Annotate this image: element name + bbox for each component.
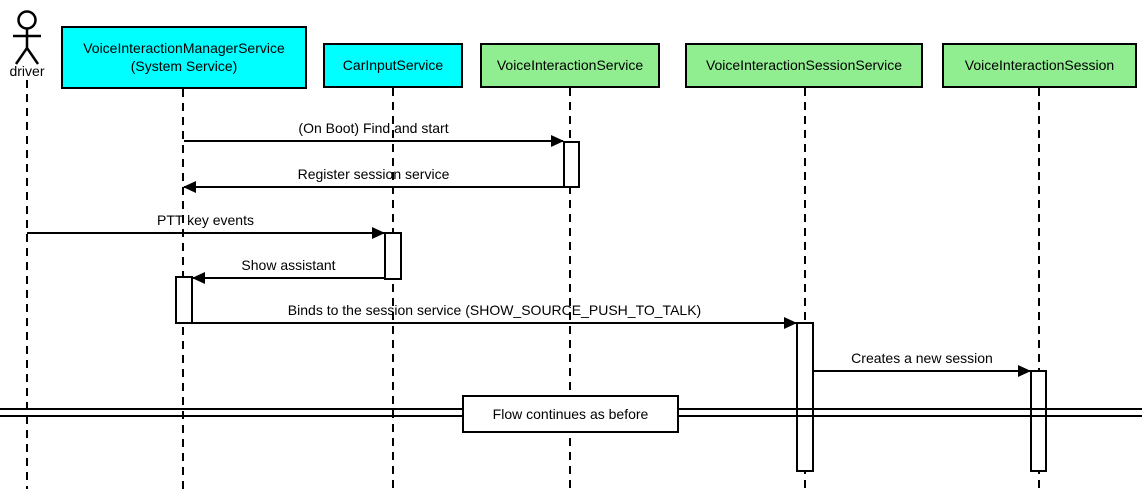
divider-label-box: Flow continues as before bbox=[462, 395, 679, 433]
arrowhead-right-icon bbox=[372, 227, 385, 239]
actor-label: driver bbox=[9, 63, 45, 79]
message-line bbox=[193, 277, 384, 279]
arrowhead-right-icon bbox=[1018, 365, 1031, 377]
participant-label: VoiceInteractionManagerService bbox=[83, 40, 285, 56]
message-line bbox=[814, 370, 1030, 372]
message-label: PTT key events bbox=[156, 212, 254, 228]
activation-bar-voiceinteractionmanagerservice bbox=[175, 276, 193, 324]
arrowhead-left-icon bbox=[192, 272, 205, 284]
participant-label: VoiceInteractionSessionService bbox=[705, 56, 903, 73]
participant-label: VoiceInteractionSession bbox=[964, 56, 1115, 73]
participant-box-voiceinteractionmanagerservice: VoiceInteractionManagerService (System S… bbox=[61, 26, 307, 89]
participant-box-voiceinteractionsessionservice: VoiceInteractionSessionService bbox=[685, 43, 923, 88]
activation-bar-carinputservice bbox=[384, 232, 402, 280]
message-line bbox=[184, 140, 563, 142]
lifeline-voiceinteractionsession bbox=[1038, 88, 1040, 489]
lifeline-voiceinteractionservice bbox=[569, 88, 571, 489]
activation-bar-voiceinteractionsession bbox=[1030, 370, 1047, 472]
participant-box-voiceinteractionsession: VoiceInteractionSession bbox=[942, 43, 1137, 88]
lifeline-voiceinteractionsessionservice bbox=[804, 88, 806, 489]
participant-label: CarInputService bbox=[342, 56, 444, 73]
arrowhead-right-icon bbox=[551, 135, 564, 147]
participant-label: VoiceInteractionService bbox=[496, 56, 644, 73]
message-label: (On Boot) Find and start bbox=[298, 120, 449, 136]
arrowhead-right-icon bbox=[784, 317, 797, 329]
message-label: Binds to the session service (SHOW_SOURC… bbox=[287, 302, 702, 318]
message-label: Show assistant bbox=[241, 257, 336, 273]
message-line bbox=[184, 186, 563, 188]
activation-bar-voiceinteractionservice bbox=[563, 141, 580, 188]
activation-bar-voiceinteractionsessionservice bbox=[796, 322, 814, 472]
participant-box-carinputservice: CarInputService bbox=[323, 43, 463, 88]
divider-label: Flow continues as before bbox=[492, 406, 649, 422]
actor-icon bbox=[13, 10, 41, 65]
message-label: Creates a new session bbox=[851, 350, 993, 366]
arrowhead-left-icon bbox=[183, 181, 196, 193]
lifeline-driver bbox=[26, 80, 28, 489]
participant-sublabel: (System Service) bbox=[130, 57, 238, 74]
participant-box-voiceinteractionservice: VoiceInteractionService bbox=[480, 43, 660, 88]
message-line bbox=[193, 322, 796, 324]
message-label: Register session service bbox=[297, 166, 450, 182]
lifeline-carinputservice bbox=[392, 88, 394, 489]
message-line bbox=[27, 232, 384, 234]
